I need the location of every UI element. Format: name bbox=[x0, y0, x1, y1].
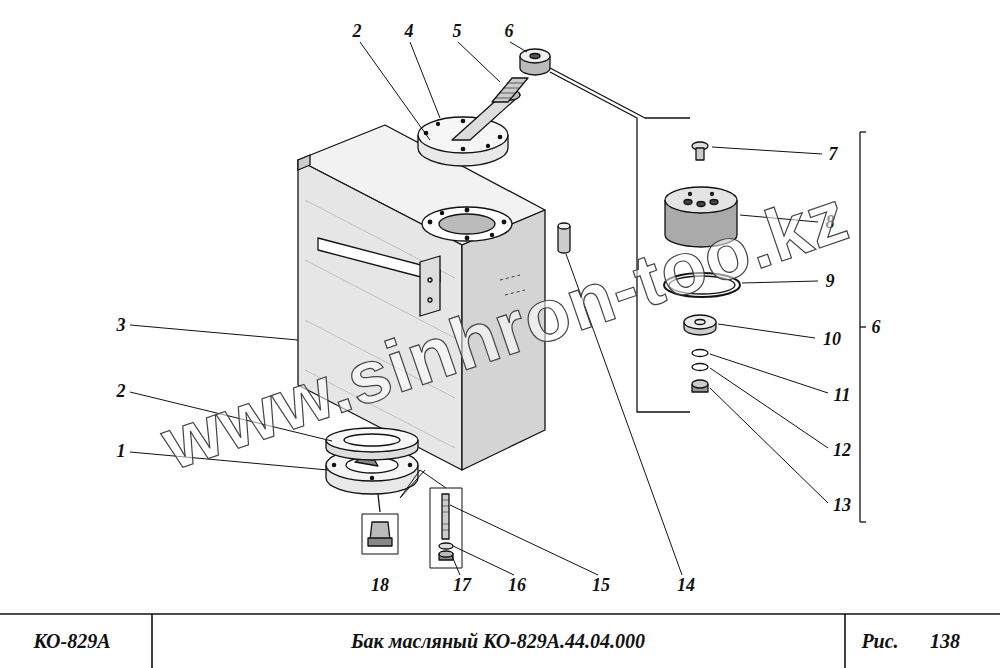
callout-number: 6 bbox=[505, 22, 514, 40]
callout-number: 9 bbox=[826, 272, 835, 290]
drawing-title: Бак масляный КО-829А.44.04.000 bbox=[351, 631, 645, 651]
title-block-cell: КО-829А bbox=[33, 631, 110, 651]
callout-number: 15 bbox=[592, 576, 610, 594]
callout-number: 11 bbox=[833, 386, 850, 404]
callout-number: 3 bbox=[117, 316, 126, 334]
callout-number: 7 bbox=[829, 145, 838, 163]
title-block-cell: Рис. bbox=[861, 631, 898, 651]
callout-number: 18 bbox=[371, 576, 389, 594]
callout-number: 13 bbox=[833, 496, 851, 514]
callout-number: 2 bbox=[353, 22, 362, 40]
callout-number: 17 bbox=[453, 576, 471, 594]
callout-number: 12 bbox=[833, 441, 851, 459]
title-block-cell: 138 bbox=[930, 631, 960, 651]
callout-number: 1 bbox=[117, 442, 126, 460]
callout-number: 6 bbox=[872, 318, 881, 336]
callout-number: 5 bbox=[453, 22, 462, 40]
callout-number: 4 bbox=[405, 22, 414, 40]
callout-number: 10 bbox=[823, 330, 841, 348]
callout-number: 14 bbox=[677, 576, 695, 594]
callout-number: 16 bbox=[508, 576, 526, 594]
callout-number: 2 bbox=[117, 382, 126, 400]
